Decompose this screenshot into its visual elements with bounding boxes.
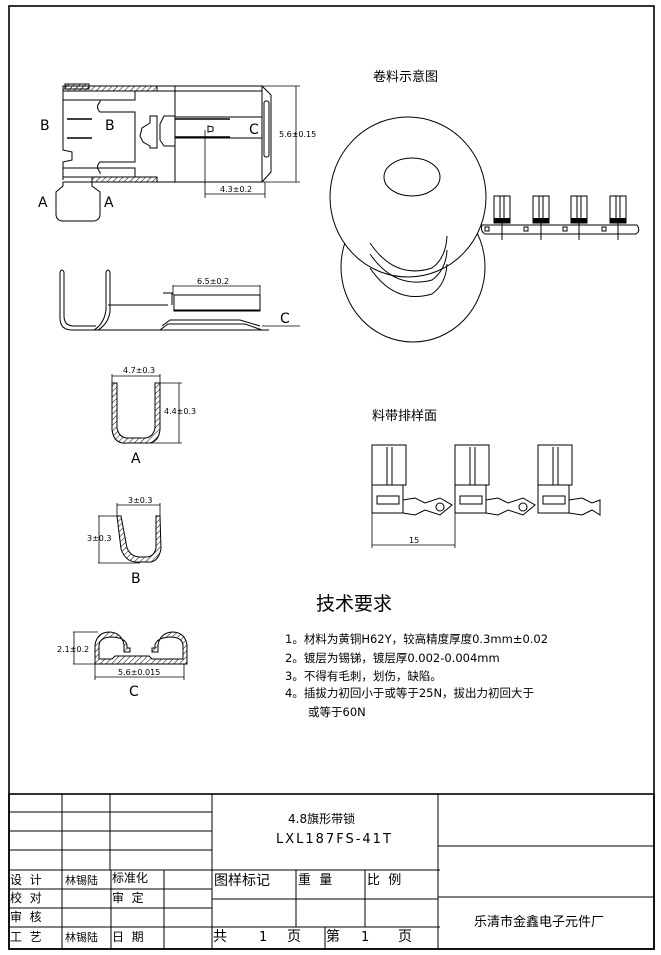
pages-current-prefix: 第 <box>326 928 340 945</box>
section-label-c-side: C <box>280 311 290 327</box>
section-a-label: A <box>131 451 141 467</box>
dim-a-height: 4.4±0.3 <box>164 407 196 416</box>
reel-title: 卷料示意图 <box>373 69 438 85</box>
side-view: 6.5±0.2 C <box>59 269 300 331</box>
pages-total: 1 <box>259 930 267 945</box>
part-number: LXL187FS-41T <box>276 832 393 847</box>
strip-layout: 料带排样面 15 <box>371 409 601 548</box>
dim-c-width: 5.6±0.015 <box>118 668 160 677</box>
role-standardize: 标准化 <box>112 871 148 885</box>
header-scale: 比 例 <box>367 873 401 888</box>
dim-top-height: 5.6±0.15 <box>279 130 316 139</box>
reel-diagram: 卷料示意图 <box>329 69 640 343</box>
dim-c-height: 2.1±0.2 <box>57 645 89 654</box>
section-label-a-left: A <box>38 195 48 211</box>
header-weight: 重 量 <box>298 872 332 888</box>
dim-top-slot: 4.3±0.2 <box>220 185 252 194</box>
tech-requirements-title: 技术要求 <box>316 593 392 615</box>
section-b: 3±0.3 3±0.3 B <box>87 496 162 587</box>
header-mark: 图样标记 <box>214 873 270 889</box>
role-process: 工 艺 <box>10 930 42 944</box>
section-c: 2.1±0.2 5.6±0.015 C <box>57 631 188 700</box>
pages-current: 1 <box>361 930 369 945</box>
dim-b-width: 3±0.3 <box>128 496 153 505</box>
section-c-label: C <box>129 684 139 700</box>
company-name: 乐清市金鑫电子元件厂 <box>474 914 604 930</box>
dim-a-width: 4.7±0.3 <box>123 366 155 375</box>
role-approve: 审 定 <box>112 890 144 905</box>
tech-requirement-item: 2。镀层为锡锑，镀层厚0.002-0.004mm <box>285 651 500 665</box>
pages-current-suffix: 页 <box>398 929 412 945</box>
strip-terminal <box>454 444 490 514</box>
tech-requirement-item: 3。不得有毛刺，划伤，缺陷。 <box>285 669 442 683</box>
product-name: 4.8旗形带锁 <box>288 811 355 826</box>
role-review: 审 核 <box>10 909 42 924</box>
role-check: 校 对 <box>10 890 42 905</box>
tech-requirement-item: 或等于60N <box>308 705 366 719</box>
tech-requirement-item: 1。材料为黄铜H62Y，较高精度厚度0.3mm±0.02 <box>285 632 548 646</box>
section-a: 4.7±0.3 4.4±0.3 A <box>111 366 196 467</box>
top-view: 5.6±0.15 4.3±0.2 B B A A C <box>38 83 316 222</box>
tech-requirements: 技术要求 1。材料为黄铜H62Y，较高精度厚度0.3mm±0.02 2。镀层为锡… <box>285 593 548 719</box>
strip-terminal <box>371 444 407 514</box>
role-date: 日 期 <box>112 930 144 944</box>
dim-b-height: 3±0.3 <box>87 534 112 543</box>
section-label-b-right: B <box>105 118 115 134</box>
tech-requirement-item: 4。插拔力初回小于或等于25N，拔出力初回大于 <box>285 686 534 700</box>
section-b-label: B <box>131 571 141 587</box>
section-label-a-right: A <box>104 195 114 211</box>
dim-side-length: 6.5±0.2 <box>197 277 229 286</box>
section-label-c-top: C <box>249 122 259 138</box>
strip-title: 料带排样面 <box>372 409 437 424</box>
role-design: 设 计 <box>10 873 42 887</box>
pages-total-suffix: 页 <box>287 929 301 945</box>
dim-strip-pitch: 15 <box>409 536 419 545</box>
strip-terminal <box>537 444 573 514</box>
reel-strip <box>480 195 640 240</box>
designer-name: 林锡陆 <box>65 873 98 887</box>
section-label-b-left: B <box>40 118 50 134</box>
process-engineer-name: 林锡陆 <box>65 930 98 944</box>
pages-total-prefix: 共 <box>213 929 227 945</box>
title-block: 4.8旗形带锁 LXL187FS-41T 设 计 林锡陆 标准化 校 对 审 定… <box>8 793 655 950</box>
